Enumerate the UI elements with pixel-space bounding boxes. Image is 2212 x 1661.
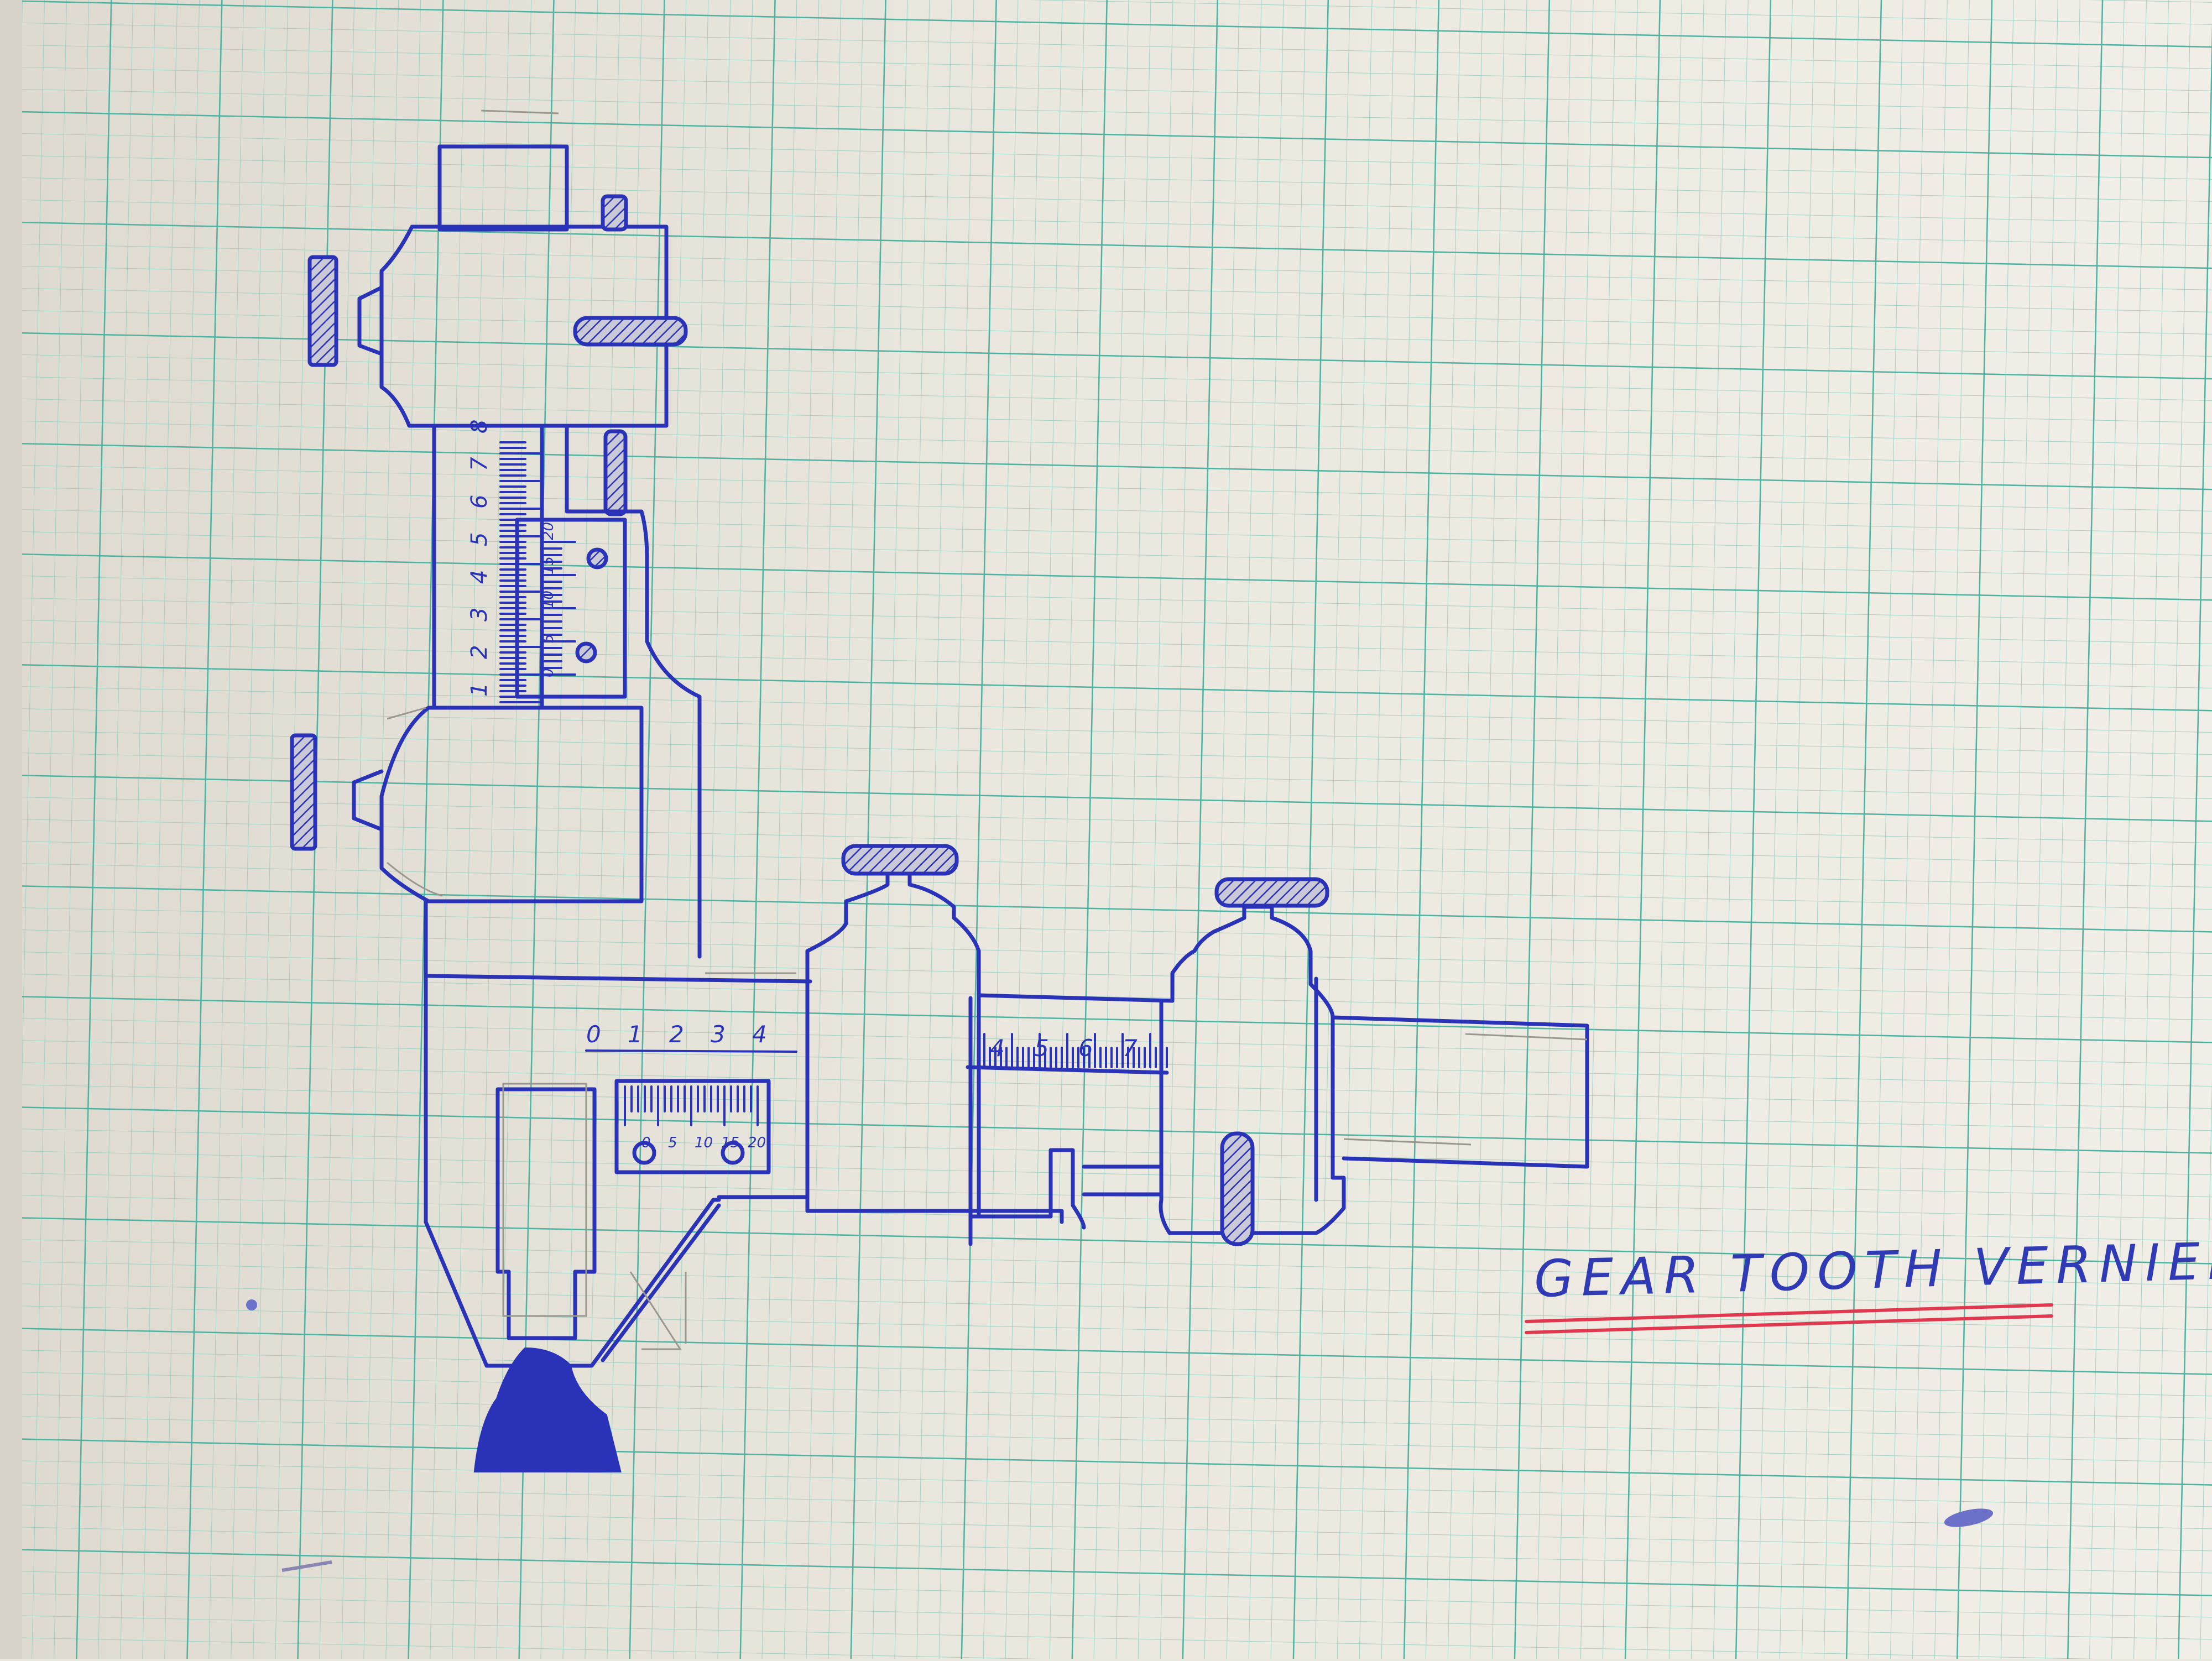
horizontal-vernier-label: 10 xyxy=(695,1135,713,1151)
vertical-beam-assembly: 1 2 3 4 5 6 7 8 0 5 10 15 20 xyxy=(290,109,702,959)
vertical-vernier-label: 5 xyxy=(540,634,557,643)
vertical-vernier-label: 10 xyxy=(540,591,557,609)
vertical-main-label: 6 xyxy=(467,495,492,509)
page-left-edge xyxy=(0,0,22,1659)
horizontal-main-label: 1 xyxy=(628,1021,643,1048)
vertical-main-label: 2 xyxy=(467,645,492,659)
vertical-main-label: 4 xyxy=(467,570,492,584)
vertical-main-label: 5 xyxy=(467,532,492,546)
horizontal-main-label: 3 xyxy=(711,1021,726,1048)
vertical-main-label: 8 xyxy=(467,420,492,433)
vertical-main-scale: 1 2 3 4 5 6 7 8 xyxy=(467,420,540,703)
horizontal-main-label: 4 xyxy=(752,1021,767,1048)
horizontal-vernier-label: 20 xyxy=(748,1135,766,1151)
horizontal-main-label: 0 xyxy=(586,1021,601,1048)
vertical-main-label: 3 xyxy=(467,608,492,621)
vertical-vernier-label: 15 xyxy=(540,556,557,574)
vertical-vernier-label: 20 xyxy=(540,522,557,540)
vertical-vernier-scale: 0 5 10 15 20 xyxy=(540,522,576,677)
vertical-vernier-label: 0 xyxy=(540,668,557,677)
vertical-main-label: 1 xyxy=(467,683,492,697)
horizontal-vernier-label: 5 xyxy=(668,1135,677,1151)
horizontal-main-label: 6 xyxy=(1078,1035,1093,1062)
horizontal-main-label: 5 xyxy=(1034,1035,1049,1062)
horizontal-main-label: 4 xyxy=(990,1035,1005,1062)
horizontal-main-label: 7 xyxy=(1123,1035,1138,1062)
jaw-tip xyxy=(473,1347,622,1472)
horizontal-main-label: 2 xyxy=(669,1021,684,1048)
title-underline xyxy=(1525,1303,2053,1334)
vertical-main-label: 7 xyxy=(467,457,492,471)
